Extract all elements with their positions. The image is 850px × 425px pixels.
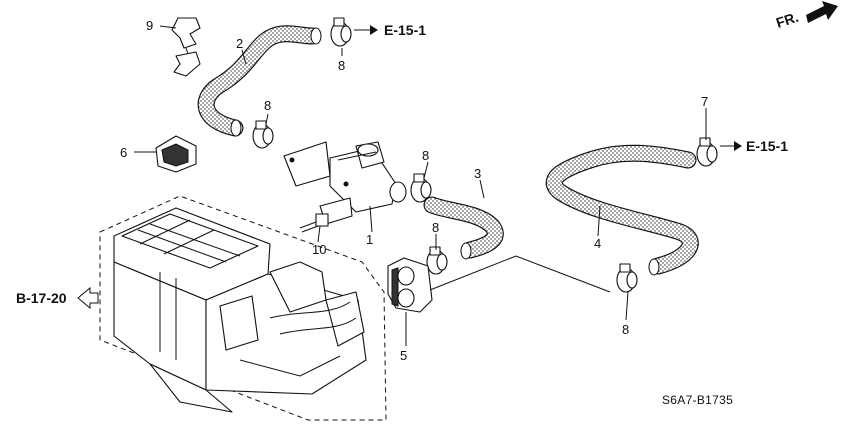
hose-clamp-8-left [252, 120, 274, 149]
hose-4 [545, 144, 699, 276]
hose-clamp-8-lower [426, 246, 448, 275]
hose-clamp-8-center [410, 173, 432, 203]
reference-e-15-1-top: E-15-1 [384, 22, 426, 38]
callout-8: 8 [264, 98, 271, 113]
callout-8: 8 [338, 58, 345, 73]
leader-lines [134, 25, 707, 346]
heater-unit [99, 195, 387, 421]
callout-1: 1 [366, 232, 373, 247]
callout-8: 8 [432, 220, 439, 235]
callout-10: 10 [312, 242, 326, 257]
bolt-10 [299, 213, 329, 233]
arrow-right-icon [720, 141, 742, 151]
water-valve-1 [283, 141, 407, 225]
hollow-arrow-left-icon [77, 286, 99, 310]
diagram-code: S6A7-B1735 [662, 393, 733, 407]
reference-b-17-20: B-17-20 [16, 290, 67, 306]
clamp-9 [171, 17, 201, 77]
callout-8: 8 [622, 322, 629, 337]
hose-clamp-7 [696, 137, 718, 167]
callout-8: 8 [422, 148, 429, 163]
callout-4: 4 [594, 236, 601, 251]
front-arrow-icon: FR. [774, 1, 838, 31]
callout-2: 2 [236, 36, 243, 51]
callout-7: 7 [701, 94, 708, 109]
callout-6: 6 [120, 145, 127, 160]
callout-3: 3 [474, 166, 481, 181]
reference-e-15-1-right: E-15-1 [746, 138, 788, 154]
front-label: FR. [774, 9, 800, 31]
arrow-right-icon [354, 25, 378, 35]
callout-9: 9 [146, 18, 153, 33]
callout-5: 5 [400, 348, 407, 363]
hose-2 [197, 25, 322, 137]
hose-clamp-8-right [616, 263, 638, 293]
hose-clamp-8-top [330, 17, 352, 47]
clamp-6 [155, 135, 197, 173]
grommet-5 [387, 257, 433, 313]
hose-3 [423, 196, 504, 260]
